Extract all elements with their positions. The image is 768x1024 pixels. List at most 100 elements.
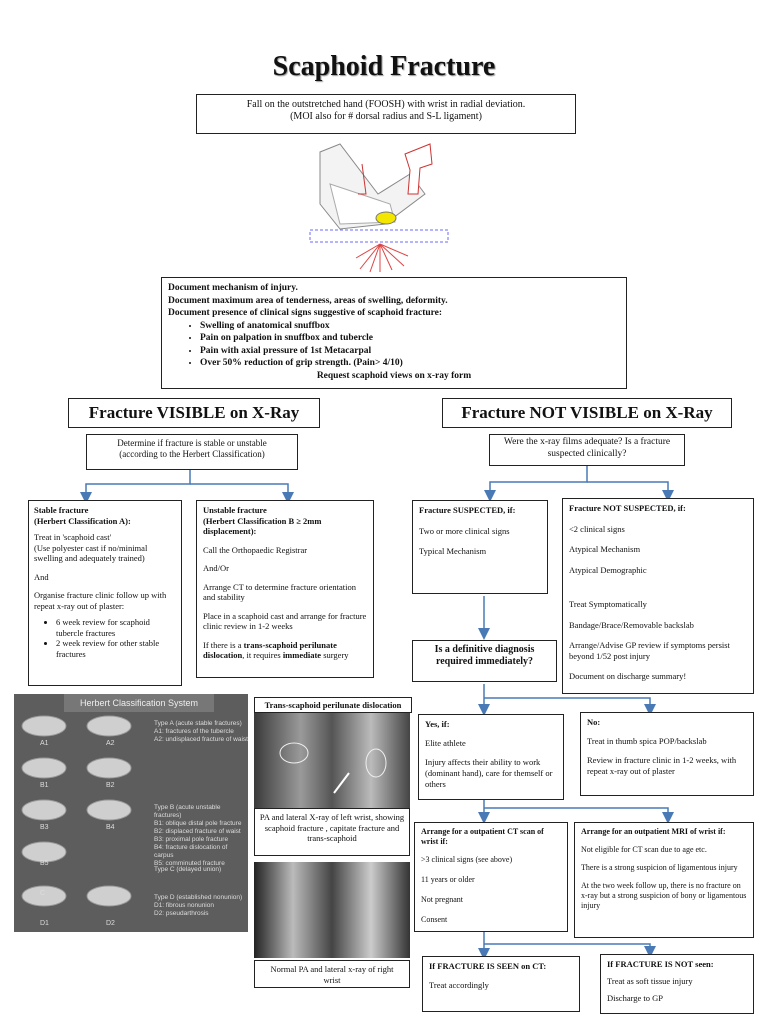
herbert-title: Herbert Classification System — [64, 694, 214, 712]
document-line-1: Document mechanism of injury. — [168, 283, 298, 293]
ct-line-2: 11 years or older — [421, 875, 475, 884]
yes-box: Yes, if: Elite athlete Injury affects th… — [418, 714, 564, 800]
mri-title: Arrange for an outpatient MRI of wrist i… — [581, 827, 726, 836]
label-b3: B3 — [40, 824, 49, 831]
not-suspected-line-4: Treat Symptomatically — [569, 599, 647, 609]
request-xray: Request scaphoid views on x-ray form — [316, 370, 472, 381]
herbert-type-a: Type A (acute stable fractures) A1: frac… — [154, 720, 248, 744]
list-item: Pain on palpation in snuffbox and tuberc… — [200, 332, 620, 345]
normal-xray-caption: Normal PA and lateral x-ray of right wri… — [254, 960, 410, 988]
seen-line-1: Treat accordingly — [429, 980, 489, 990]
unstable-subtitle: (Herbert Classification B ≥ 2mm displace… — [203, 515, 322, 537]
unstable-line-5: If there is a trans-scaphoid perilunate … — [203, 640, 367, 661]
foosh-hand-illustration — [309, 143, 449, 273]
stable-fracture-box: Stable fracture (Herbert Classification … — [28, 500, 182, 686]
text: , it requires — [242, 650, 283, 660]
herbert-type-b: Type B (acute unstable fractures) B1: ob… — [154, 804, 248, 868]
not-seen-line-2: Discharge to GP — [607, 993, 664, 1003]
not-suspected-line-3: Atypical Demographic — [569, 564, 647, 575]
herbert-type-d: Type D (established nonunion) D1: fibrou… — [154, 894, 248, 918]
unstable-fracture-box: Unstable fracture (Herbert Classificatio… — [196, 500, 374, 678]
fracture-not-seen-box: If FRACTURE IS NOT seen: Treat as soft t… — [600, 954, 754, 1014]
text: Type A (acute stable fractures) — [154, 720, 242, 727]
determine-box: Determine if fracture is stable or unsta… — [86, 434, 298, 470]
no-box: No: Treat in thumb spica POP/backslab Re… — [580, 712, 754, 796]
label-b5: B5 — [40, 860, 49, 867]
yes-line-1: Elite athlete — [425, 738, 466, 748]
suspected-line-1: Two or more clinical signs — [419, 525, 510, 536]
unstable-line-2: And/Or — [203, 563, 229, 573]
text: B3: proximal pole fracture — [154, 836, 229, 843]
suspected-title: Fracture SUSPECTED, if: — [419, 505, 516, 515]
label-a2: A2 — [106, 740, 115, 747]
suspected-line-2: Typical Mechanism — [419, 546, 487, 556]
text: Type D (established nonunion) — [154, 894, 243, 901]
text: D1: fibrous nonunion — [154, 902, 214, 909]
text: If there is a — [203, 639, 244, 650]
unstable-line-1: Call the Orthopaedic Registrar — [203, 544, 308, 555]
visible-header: Fracture VISIBLE on X-Ray — [68, 398, 320, 428]
perilunate-title: Trans-scaphoid perilunate dislocation — [254, 697, 412, 713]
herbert-bones — [21, 715, 132, 907]
suspected-box: Fracture SUSPECTED, if: Two or more clin… — [412, 500, 548, 594]
not-suspected-box: Fracture NOT SUSPECTED, if: <2 clinical … — [562, 498, 754, 694]
text: B5: comminuted fracture — [154, 860, 225, 867]
stable-title: Stable fracture — [34, 505, 89, 515]
not-suspected-line-1: <2 clinical signs — [569, 523, 625, 534]
list-item: Swelling of anatomical snuffbox — [200, 320, 620, 333]
herbert-type-c: Type C (delayed union) — [154, 866, 222, 873]
stable-subtitle: (Herbert Classification A): — [34, 515, 131, 526]
text: B4: fracture dislocation of carpus — [154, 844, 228, 859]
not-suspected-line-6: Arrange/Advise GP review if symptoms per… — [569, 640, 730, 661]
not-suspected-line-5: Bandage/Brace/Removable backslab — [569, 619, 694, 630]
text: B1: oblique distal pole fracture — [154, 820, 242, 827]
normal-xray-image — [254, 862, 410, 958]
text: B2: displaced fracture of waist — [154, 828, 241, 835]
not-seen-line-1: Treat as soft tissue injury — [607, 976, 693, 986]
mri-line-2: There is a strong suspicion of ligamento… — [581, 863, 738, 872]
not-seen-title: If FRACTURE IS NOT seen: — [607, 959, 714, 969]
yes-line-2: Injury affects their ability to work (do… — [425, 757, 553, 789]
text: surgery — [321, 650, 349, 660]
yes-title: Yes, if: — [425, 719, 450, 729]
text-bold: immediate — [282, 650, 322, 660]
page-title: Scaphoid Fracture — [272, 51, 496, 82]
mri-line-3: At the two week follow up, there is no f… — [581, 881, 747, 910]
perilunate-caption: PA and lateral X-ray of left wrist, show… — [254, 808, 410, 856]
text: A2: undisplaced fracture of waist — [154, 736, 248, 743]
adequate-question-box: Were the x-ray films adequate? Is a frac… — [489, 434, 685, 466]
no-line-1: Treat in thumb spica POP/backslab — [587, 736, 707, 746]
list-item: Pain with axial pressure of 1st Metacarp… — [200, 345, 620, 358]
label-d1: D1 — [40, 920, 49, 927]
text: Type B (acute unstable fractures) — [154, 804, 221, 819]
text: D2: pseudarthrosis — [154, 910, 209, 917]
document-line-2: Document maximum area of tenderness, are… — [168, 295, 448, 306]
mri-box: Arrange for an outpatient MRI of wrist i… — [574, 822, 754, 938]
text-bold: trans-scaphoid perilunate dislocation — [203, 639, 337, 661]
ct-line-3: Not pregnant — [421, 895, 463, 904]
label-d2: D2 — [106, 920, 115, 927]
seen-title: If FRACTURE IS SEEN on CT: — [429, 961, 547, 971]
label-b4: B4 — [106, 824, 115, 831]
not-visible-header: Fracture NOT VISIBLE on X-Ray — [442, 398, 732, 428]
unstable-line-3: Arrange CT to determine fracture orienta… — [203, 581, 357, 603]
no-title: No: — [587, 717, 601, 727]
fracture-seen-box: If FRACTURE IS SEEN on CT: Treat accordi… — [422, 956, 580, 1012]
unstable-title: Unstable fracture — [203, 505, 267, 515]
document-line-3: Document presence of clinical signs sugg… — [168, 308, 443, 318]
label-b1: B1 — [40, 782, 49, 789]
not-suspected-title: Fracture NOT SUSPECTED, if: — [569, 503, 686, 513]
moi-line-2: (MOI also for # dorsal radius and S-L li… — [290, 111, 482, 122]
ct-box: Arrange for a outpatient CT scan of wris… — [414, 822, 568, 932]
mri-line-1: Not eligible for CT scan due to age etc. — [581, 845, 707, 854]
stable-line-2: (Use polyester cast if no/minimal swelli… — [34, 542, 148, 564]
list-item: 2 week review for other stable fractures — [56, 638, 176, 659]
label-c: C — [40, 890, 46, 897]
list-item: Over 50% reduction of grip strength. (Pa… — [200, 357, 620, 370]
ct-line-1: >3 clinical signs (see above) — [421, 855, 513, 864]
stable-line-4: Organise fracture clinic follow up with … — [34, 590, 167, 611]
xray-annotations — [279, 742, 387, 794]
text: A1: fractures of the tubercle — [154, 728, 234, 735]
moi-line-1: Fall on the outstretched hand (FOOSH) wi… — [246, 99, 526, 110]
